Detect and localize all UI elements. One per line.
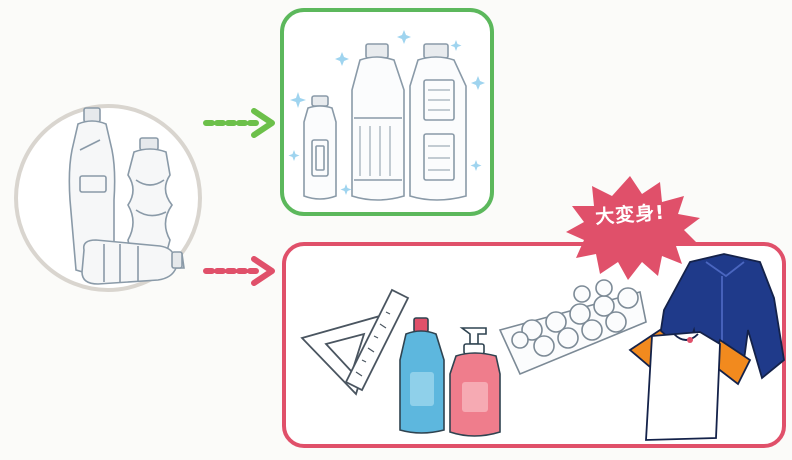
recycled-products-panel bbox=[282, 176, 786, 448]
set-square-ruler-icon bbox=[300, 288, 410, 396]
source-bottles-group bbox=[14, 104, 202, 292]
arrow-to-recycled-products bbox=[203, 256, 275, 286]
new-pet-bottles-icon bbox=[303, 43, 467, 201]
crushed-plastic-bottles-icon bbox=[68, 107, 185, 285]
pump-bottle-icon bbox=[449, 327, 501, 437]
burst-badge bbox=[566, 176, 700, 280]
sparkle-icons bbox=[288, 30, 485, 195]
arrow-to-recycled-bottles bbox=[203, 108, 275, 138]
recycled-bottles-panel bbox=[280, 8, 494, 216]
detergent-bottle-icon bbox=[399, 317, 445, 434]
jacket-icon bbox=[628, 253, 785, 441]
egg-carton-icon bbox=[498, 279, 647, 376]
